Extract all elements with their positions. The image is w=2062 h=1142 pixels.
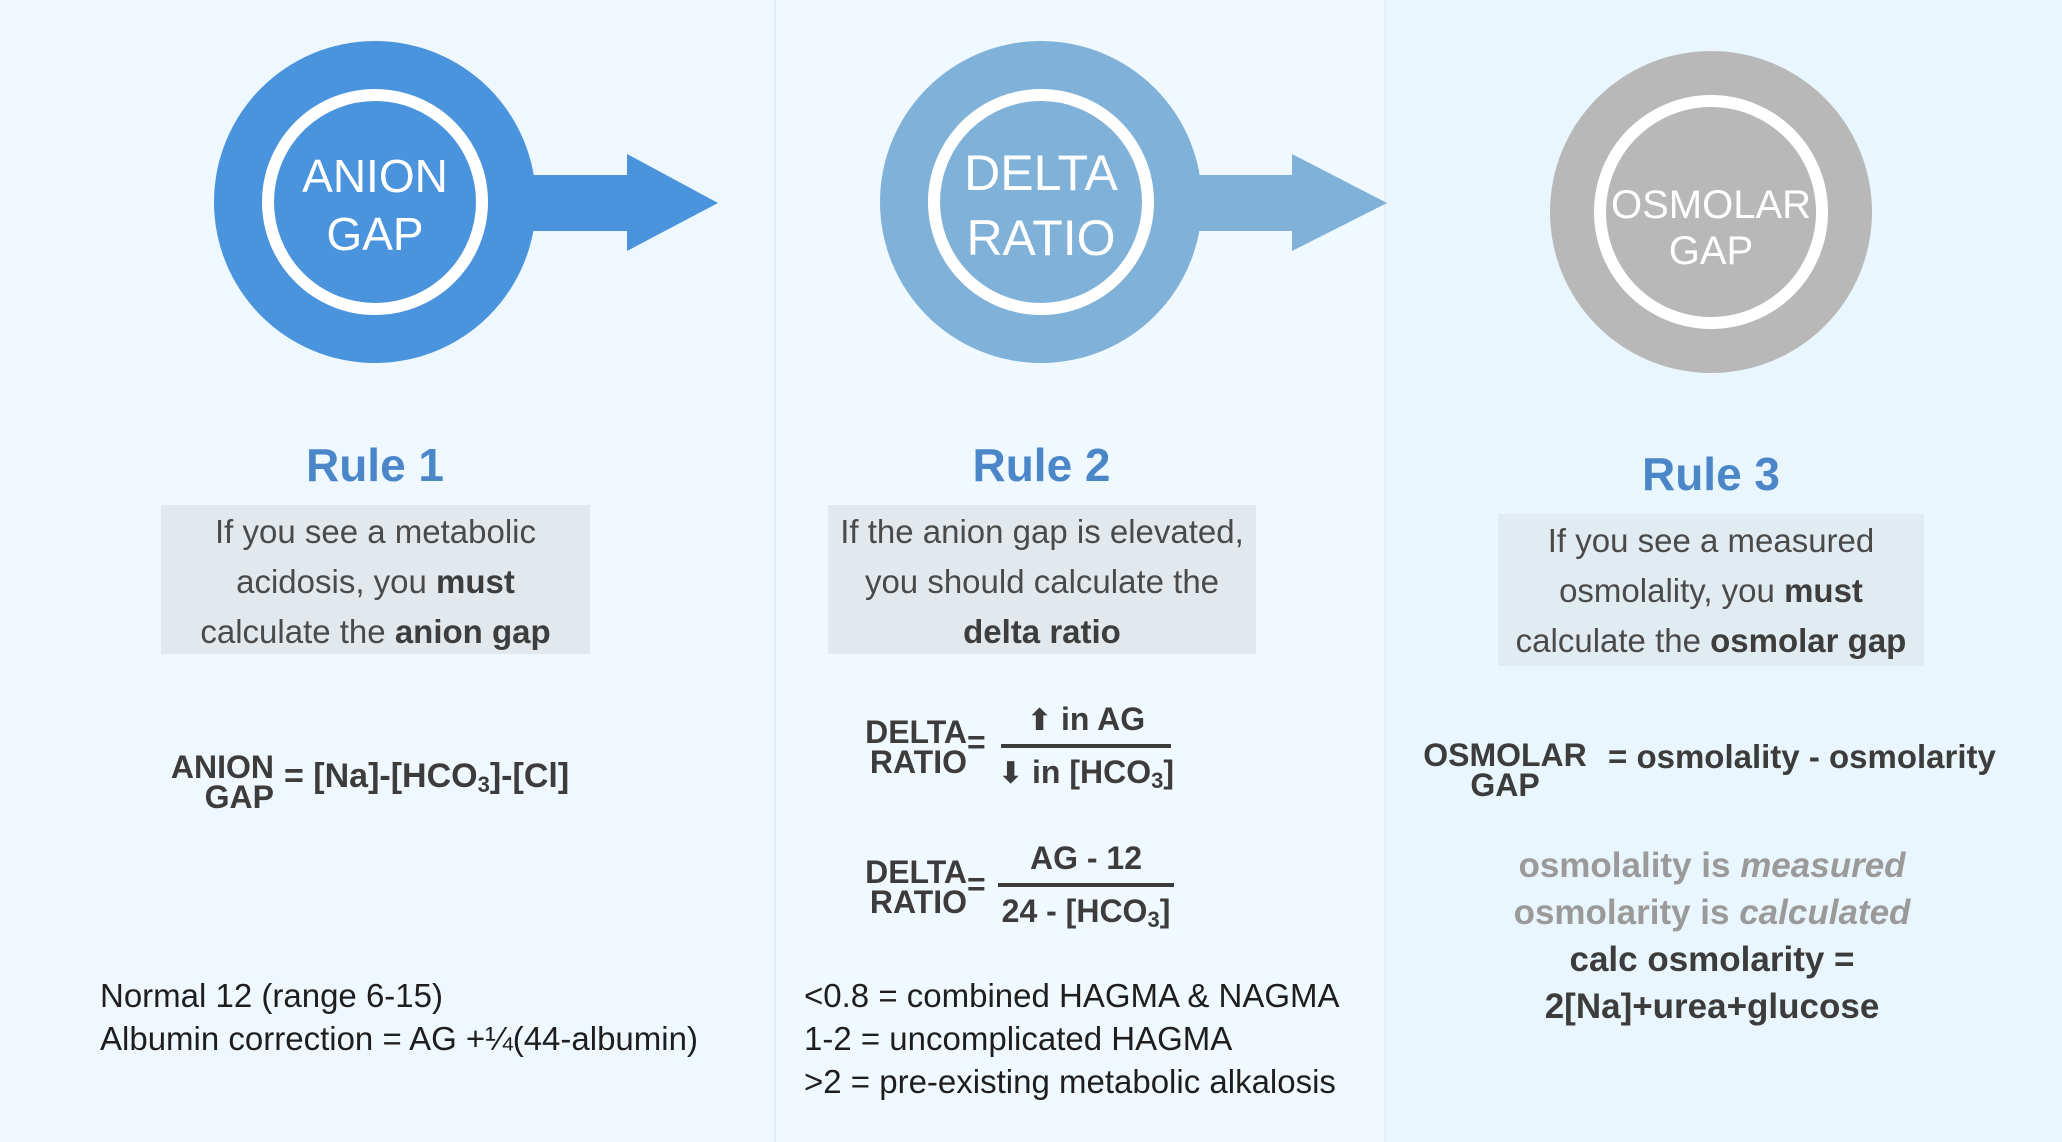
- emphasis: delta ratio: [963, 613, 1121, 650]
- circle-label-line2: GAP: [326, 208, 423, 260]
- numerator: AG - 12: [1029, 840, 1143, 876]
- emphasis: must: [1784, 572, 1863, 609]
- rule3-description-line1: If you see a measured: [1547, 522, 1875, 559]
- rule1-formula-lhs: ANION GAP: [150, 749, 274, 815]
- arrow-up-icon: ⬆: [1026, 704, 1053, 737]
- emphasis: anion gap: [394, 613, 551, 650]
- rule2-formula2-fraction: AG - 12 24 - [HCO3]: [990, 840, 1182, 933]
- emphasis: measured: [1740, 846, 1906, 885]
- note-line: >2 = pre-existing metabolic alkalosis: [804, 1063, 1336, 1100]
- delta-ratio-circle: DELTA RATIO: [880, 41, 1202, 363]
- numerator: ⬆ in AG: [995, 701, 1177, 738]
- text: in AG: [1052, 701, 1146, 737]
- circle-label-line1: ANION: [302, 150, 448, 202]
- rule2-notes: <0.8 = combined HAGMA & NAGMA 1-2 = unco…: [804, 974, 1340, 1103]
- fraction-bar: [1001, 744, 1171, 748]
- lhs-top: ANION: [170, 749, 274, 785]
- rule3-description-line2: osmolality, you must: [1498, 566, 1924, 616]
- rule1-description-line3: calculate the anion gap: [161, 607, 590, 657]
- circle-label-line1: DELTA: [964, 145, 1118, 201]
- rule3-osmolality-notes: osmolality is measured osmolarity is cal…: [1484, 842, 1940, 1030]
- emphasis: must: [436, 563, 515, 600]
- text: ]-[Cl]: [489, 757, 570, 795]
- anion-gap-circle: ANION GAP: [214, 41, 536, 363]
- equals-sign: =: [967, 724, 986, 760]
- rule3-formula-rhs: = osmolality - osmolarity: [1608, 738, 1996, 775]
- text: in [HCO: [1032, 754, 1152, 790]
- text: osmolality is: [1518, 846, 1741, 885]
- note-line: Albumin correction = AG +¼(44-albumin): [100, 1020, 698, 1057]
- osmolar-gap-circle: OSMOLAR GAP: [1550, 51, 1872, 373]
- text: calculate the: [1515, 622, 1711, 659]
- note-line: 1-2 = uncomplicated HAGMA: [804, 1020, 1233, 1057]
- arrow-right-icon: [1185, 154, 1387, 251]
- lhs-bottom: RATIO: [869, 884, 967, 920]
- rule1-description-line2: acidosis, you must: [161, 557, 590, 607]
- rule3-title: Rule 3: [1641, 448, 1781, 500]
- rule2-description-line3: delta ratio: [828, 607, 1256, 657]
- calc-osmolarity-formula: 2[Na]+urea+glucose: [1544, 987, 1880, 1026]
- text: osmolarity is: [1513, 893, 1740, 932]
- lhs-top: DELTA: [865, 714, 967, 750]
- note-line: <0.8 = combined HAGMA & NAGMA: [804, 977, 1340, 1014]
- rule2-title: Rule 2: [972, 439, 1111, 491]
- lhs-bottom: RATIO: [869, 744, 967, 780]
- rule3-description-line3: calculate the osmolar gap: [1498, 616, 1924, 666]
- equals-sign: =: [967, 866, 986, 902]
- osmolality-measured-line: osmolality is measured: [1484, 842, 1940, 889]
- rule1-description: If you see a metabolic acidosis, you mus…: [161, 505, 590, 654]
- rule1-formula-rhs: = [Na]-[HCO3]-[Cl]: [284, 757, 569, 798]
- text: ]: [1163, 754, 1175, 790]
- rule2-formula1-fraction: ⬆ in AG ⬇ in [HCO3]: [995, 701, 1177, 794]
- note-line: Normal 12 (range 6-15): [100, 977, 443, 1014]
- rule2-formula1-lhs: DELTA RATIO: [853, 714, 967, 780]
- osmolarity-calculated-line: osmolarity is calculated: [1484, 889, 1940, 936]
- subscript: 3: [477, 772, 490, 797]
- text: calculate the: [200, 613, 395, 650]
- emphasis: calculated: [1739, 893, 1911, 932]
- rule1-description-line1: If you see a metabolic: [214, 513, 536, 550]
- lhs-top: DELTA: [865, 854, 967, 890]
- rule2-description: If the anion gap is elevated, you should…: [828, 505, 1256, 654]
- emphasis: osmolar gap: [1710, 622, 1907, 659]
- rule2-description-line1: If the anion gap is elevated,: [840, 513, 1244, 550]
- denominator: 24 - [HCO3]: [990, 893, 1182, 933]
- rule2-formula2-lhs: DELTA RATIO: [853, 854, 967, 920]
- text: = [Na]-[HCO: [284, 757, 478, 795]
- rule3-formula-lhs: OSMOLAR GAP: [1412, 737, 1598, 803]
- rule1-notes: Normal 12 (range 6-15) Albumin correctio…: [100, 974, 698, 1060]
- circle-label-line2: RATIO: [966, 210, 1115, 266]
- circle-label-line1: OSMOLAR: [1611, 183, 1811, 227]
- subscript: 3: [1151, 768, 1164, 793]
- arrow-right-icon: [520, 154, 718, 251]
- text: acidosis, you: [236, 563, 437, 600]
- lhs-bottom: GAP: [204, 779, 274, 815]
- lhs-bottom: GAP: [1470, 767, 1540, 803]
- arrow-down-icon: ⬇: [997, 757, 1024, 790]
- fraction-bar: [998, 883, 1174, 887]
- rule3-description: If you see a measured osmolality, you mu…: [1498, 514, 1924, 666]
- text: ]: [1159, 893, 1171, 929]
- denominator: ⬇ in [HCO3]: [995, 754, 1177, 794]
- subscript: 3: [1147, 907, 1160, 932]
- text: 24 - [HCO: [1001, 893, 1148, 929]
- text: osmolality, you: [1559, 572, 1785, 609]
- lhs-top: OSMOLAR: [1423, 737, 1587, 773]
- calc-osmolarity-line: calc osmolarity =: [1569, 940, 1855, 979]
- rule1-title: Rule 1: [305, 439, 445, 491]
- rule2-description-line2: you should calculate the: [864, 563, 1220, 600]
- circle-label-line2: GAP: [1669, 229, 1753, 273]
